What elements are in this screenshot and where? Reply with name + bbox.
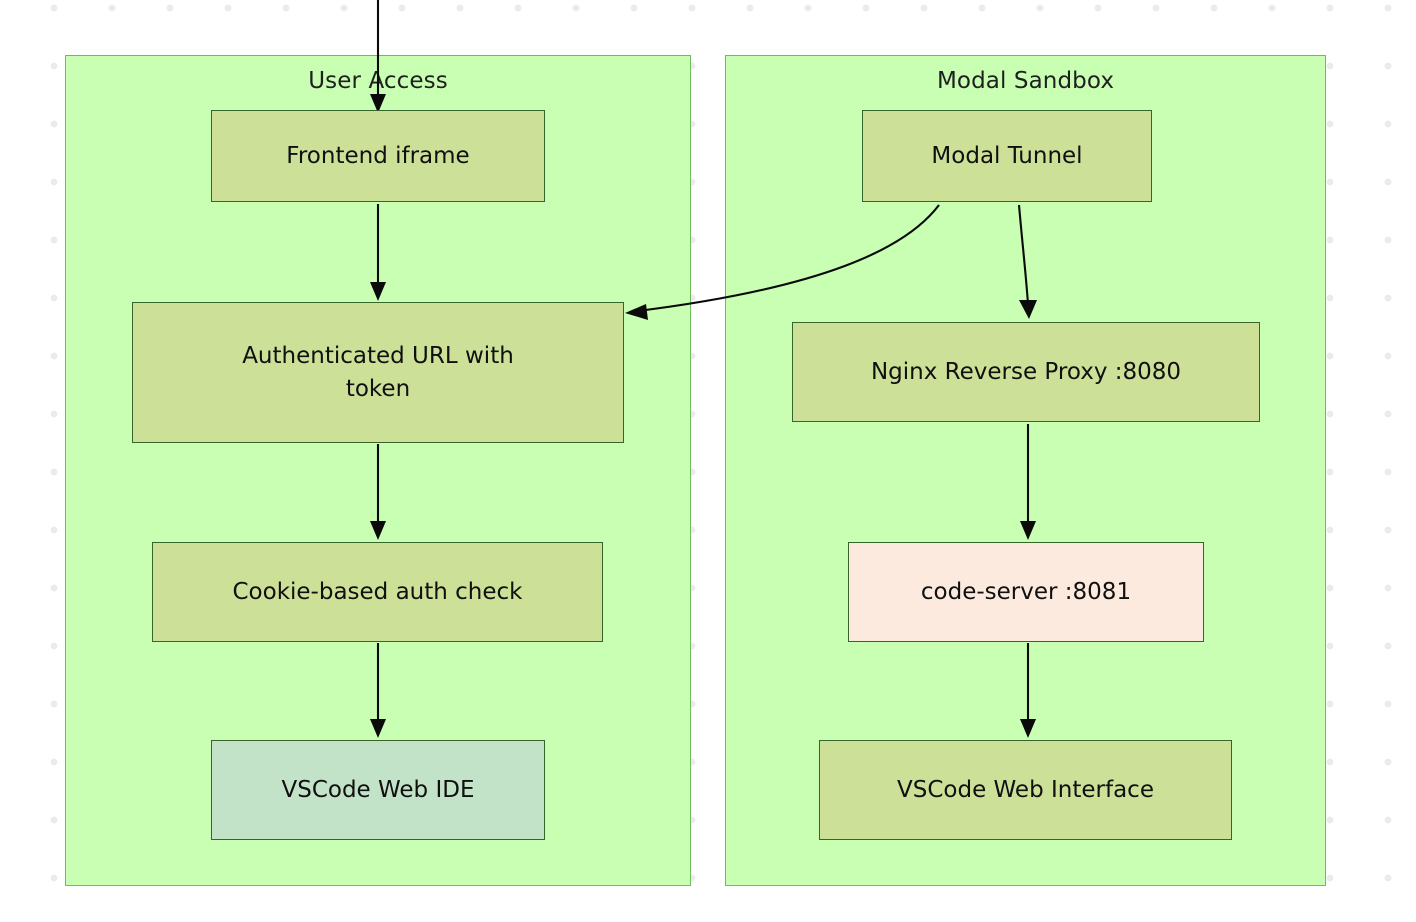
- node-label: Cookie-based auth check: [232, 578, 523, 605]
- subgraph-title-user-access: User Access: [308, 68, 448, 94]
- node-vscode-web-interface[interactable]: VSCode Web Interface: [819, 740, 1232, 840]
- node-label: VSCode Web Interface: [897, 776, 1154, 803]
- node-label: code-server :8081: [920, 578, 1132, 605]
- node-label: Authenticated URL with token: [242, 342, 514, 402]
- node-label: Modal Tunnel: [931, 142, 1083, 169]
- subgraph-title-modal-sandbox: Modal Sandbox: [936, 68, 1115, 94]
- node-cookie-auth-check[interactable]: Cookie-based auth check: [152, 542, 603, 642]
- node-authenticated-url[interactable]: Authenticated URL with token: [132, 302, 624, 443]
- node-label: VSCode Web IDE: [281, 776, 475, 803]
- node-vscode-web-ide[interactable]: VSCode Web IDE: [211, 740, 545, 840]
- node-modal-tunnel[interactable]: Modal Tunnel: [862, 110, 1152, 202]
- node-label: Frontend iframe: [286, 142, 470, 169]
- node-nginx-reverse-proxy[interactable]: Nginx Reverse Proxy :8080: [792, 322, 1260, 422]
- node-code-server[interactable]: code-server :8081: [848, 542, 1204, 642]
- node-label: Nginx Reverse Proxy :8080: [870, 358, 1182, 385]
- node-frontend-iframe[interactable]: Frontend iframe: [211, 110, 545, 202]
